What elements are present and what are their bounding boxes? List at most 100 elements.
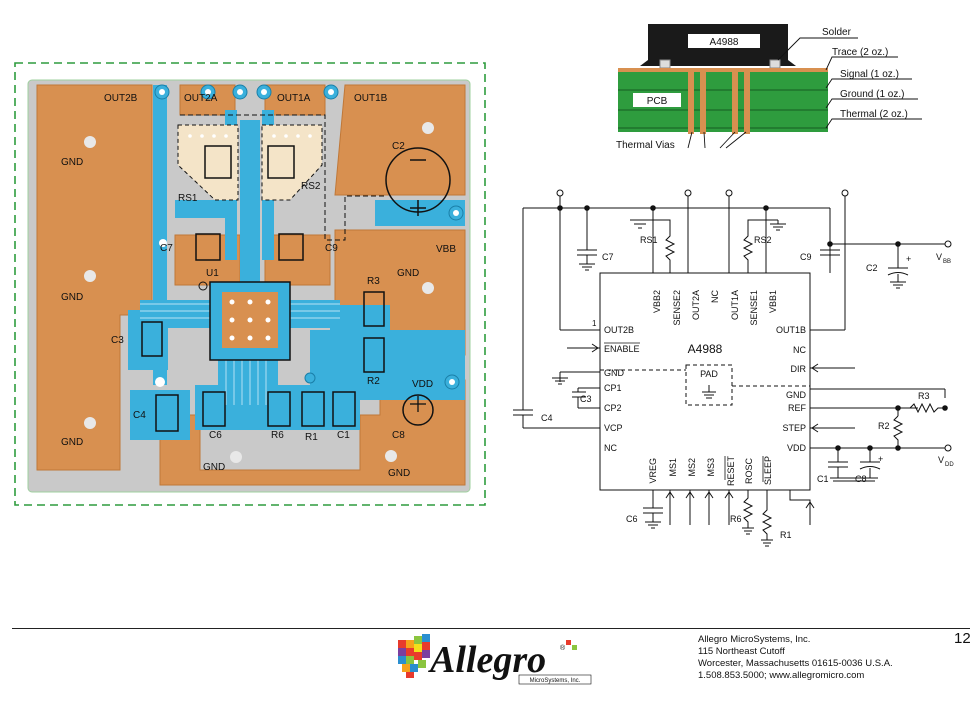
thermal-via-columns bbox=[688, 68, 750, 134]
sense-vias bbox=[188, 134, 312, 138]
pin-vbb1: VBB1 bbox=[768, 290, 778, 313]
pin-rosc: ROSC bbox=[744, 458, 754, 485]
sch-r3: R3 bbox=[918, 391, 930, 401]
layer-signal: Signal (1 oz.) bbox=[840, 69, 899, 80]
c9-body bbox=[278, 233, 304, 261]
pad-label: PAD bbox=[700, 369, 718, 379]
rs2-body bbox=[267, 145, 295, 179]
ic-label: A4988 bbox=[688, 342, 723, 356]
pcb-label-vdd: VDD bbox=[412, 379, 433, 390]
pin1-label: 1 bbox=[592, 319, 597, 328]
address-line-contact: 1.508.853.5000; www.allegromicro.com bbox=[698, 670, 865, 681]
logo-registered: ® bbox=[560, 644, 566, 652]
sch-r1: R1 bbox=[780, 530, 792, 540]
sch-c3: C3 bbox=[580, 394, 592, 404]
pcb-label-c3: C3 bbox=[111, 335, 124, 346]
pin-sleep: SLEEP bbox=[763, 456, 773, 485]
pcb-label-c7: C7 bbox=[160, 243, 173, 254]
c1-body bbox=[332, 391, 356, 427]
pcb-label-out2b: OUT2B bbox=[104, 93, 138, 104]
logo-wordmark: Allegro bbox=[428, 639, 546, 681]
sch-c2: C2 bbox=[866, 263, 878, 273]
r3-body bbox=[363, 291, 385, 327]
u1-vias bbox=[229, 299, 271, 341]
pin-nc-left: NC bbox=[604, 443, 617, 453]
pin-cp1: CP1 bbox=[604, 383, 622, 393]
pin-out1a: OUT1A bbox=[730, 290, 740, 320]
pcb-label-out2a: OUT2A bbox=[184, 93, 218, 104]
pin-ms3: MS3 bbox=[706, 458, 716, 477]
pin-gnd-left: GND bbox=[604, 368, 625, 378]
rs1-footprint bbox=[177, 124, 239, 201]
pcb-label-c8: C8 bbox=[392, 430, 405, 441]
c3-body bbox=[141, 321, 163, 357]
pin-vcp: VCP bbox=[604, 423, 623, 433]
layer-trace: Trace (2 oz.) bbox=[832, 47, 888, 58]
c7-body bbox=[195, 233, 221, 261]
pcb-label-gnd-2: GND bbox=[61, 292, 83, 303]
pcb-label-u1: U1 bbox=[206, 268, 219, 279]
layer-thermal: Thermal (2 oz.) bbox=[840, 109, 908, 120]
pcb-label-gnd-6: GND bbox=[397, 268, 419, 279]
sch-plus-c8: + bbox=[878, 454, 883, 464]
pin-vbb2: VBB2 bbox=[652, 290, 662, 313]
pin-vreg: VREG bbox=[648, 458, 658, 484]
pin-vdd: VDD bbox=[787, 443, 807, 453]
rs2-footprint bbox=[261, 124, 323, 201]
sch-r6: R6 bbox=[730, 514, 742, 524]
pin-sense1: SENSE1 bbox=[749, 290, 759, 326]
logo-mosaic bbox=[398, 634, 430, 678]
gnd-holes bbox=[84, 122, 434, 463]
schematic-labels: VBB2 SENSE2 OUT2A NC OUT1A SENSE1 VBB1 V… bbox=[541, 235, 954, 540]
schematic-nodes bbox=[557, 205, 948, 451]
schematic-terminals bbox=[556, 189, 952, 452]
pad-box bbox=[685, 364, 733, 406]
address-line-company: Allegro MicroSystems, Inc. bbox=[698, 634, 811, 645]
pcb-label-c6: C6 bbox=[209, 430, 222, 441]
r1-body bbox=[301, 391, 325, 427]
pin-gnd-right: GND bbox=[786, 390, 807, 400]
sch-rs2: RS2 bbox=[754, 235, 772, 245]
c6-body bbox=[202, 391, 226, 427]
pin-enable: ENABLE bbox=[604, 344, 640, 354]
sch-vbb: V bbox=[936, 252, 942, 262]
connector-holes bbox=[155, 89, 459, 387]
footer-divider bbox=[12, 628, 970, 629]
r6-body bbox=[267, 391, 291, 427]
company-address: Allegro MicroSystems, Inc. 115 Northeast… bbox=[698, 634, 893, 682]
pcb-label-gnd-5: GND bbox=[388, 468, 410, 479]
address-line-street: 115 Northeast Cutoff bbox=[698, 646, 785, 657]
address-line-city: Worcester, Massachusetts 01615-0036 U.S.… bbox=[698, 658, 893, 669]
pcb-label-gnd-4: GND bbox=[203, 462, 225, 473]
pin-out1b: OUT1B bbox=[776, 325, 806, 335]
pin-out2b: OUT2B bbox=[604, 325, 634, 335]
pcb-label-r2: R2 bbox=[367, 376, 380, 387]
pin-sense2: SENSE2 bbox=[672, 290, 682, 326]
pcb-label-out1b: OUT1B bbox=[354, 93, 388, 104]
sch-vdd: V bbox=[938, 455, 944, 465]
layer-ground: Ground (1 oz.) bbox=[840, 89, 904, 100]
chip-label: A4988 bbox=[710, 37, 739, 48]
sch-vdd-sub: DD bbox=[945, 462, 954, 468]
sch-c8: C8 bbox=[855, 474, 867, 484]
pin-dir: DIR bbox=[791, 364, 807, 374]
allegro-logo: Allegro ® MicroSystems, Inc. bbox=[398, 634, 592, 685]
sch-r2: R2 bbox=[878, 421, 890, 431]
c4-body bbox=[155, 394, 179, 432]
pcb-label-c2: C2 bbox=[392, 141, 405, 152]
pin-nc-right: NC bbox=[793, 345, 806, 355]
pcb-label-c9: C9 bbox=[325, 243, 338, 254]
sch-c7: C7 bbox=[602, 252, 614, 262]
copper-out1b bbox=[334, 84, 466, 196]
pcb-label-r3: R3 bbox=[367, 276, 380, 287]
pcb-layer-lines bbox=[618, 89, 828, 129]
layer-leaders bbox=[687, 37, 922, 149]
pcb-label-rs1: RS1 bbox=[178, 193, 198, 204]
pin-reset: RESET bbox=[726, 456, 736, 487]
sch-plus-c2: + bbox=[906, 254, 911, 264]
pcb-label-out1a: OUT1A bbox=[277, 93, 311, 104]
pin-step: STEP bbox=[782, 423, 806, 433]
pin-ref: REF bbox=[788, 403, 807, 413]
sch-c1: C1 bbox=[817, 474, 829, 484]
